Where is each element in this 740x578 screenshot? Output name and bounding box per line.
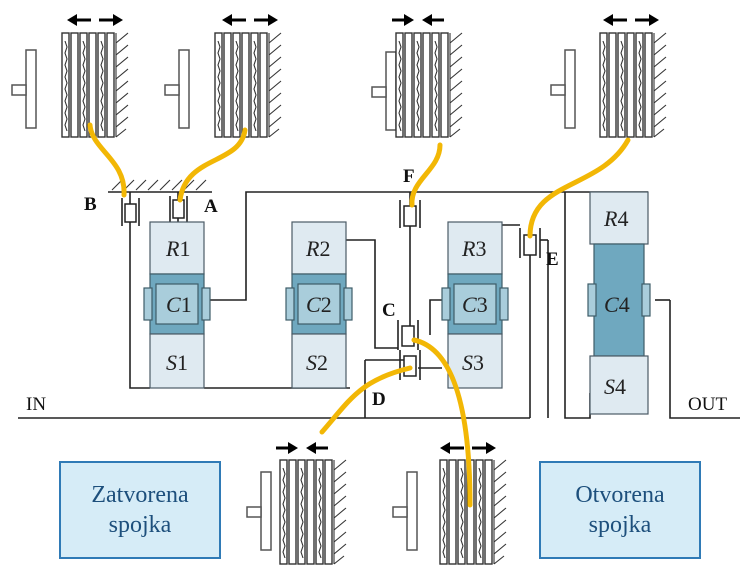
legend-open-line1: Otvorena [575,482,665,508]
legend-closed-line2: spojka [109,512,172,538]
planetary-set-2: R2 C2 S2 [285,221,353,389]
legend-open-line2: spojka [589,512,652,538]
carrier-label-2: C2 [306,292,332,317]
sun-gear-2 [291,333,347,389]
ring-gear-1 [149,221,205,275]
sun-gear-4 [589,355,649,415]
label-clutch-D: D [372,389,386,410]
ring-label-1: R1 [165,236,190,261]
clutch-pack-F-top [371,12,463,138]
carrier-label-3: C3 [462,292,488,317]
planetary-set-3: R3 C3 S3 [441,221,509,389]
sun-label-2: S2 [306,350,328,375]
clutch-pack-closed-example [246,440,347,565]
label-clutch-F: F [403,166,415,187]
ring-gear-3 [447,221,503,275]
actuation-line-B [87,122,127,198]
brake-A [169,196,188,222]
clutch-pack-open-example [392,440,507,565]
sun-gear-1 [149,333,205,389]
label-clutch-E: E [546,249,559,270]
carrier-4 [593,243,645,357]
clutch-pack-E-top [550,12,667,138]
sun-gear-3 [447,333,503,389]
actuation-line-E [527,137,631,239]
clutch-pack-A-top [164,12,282,138]
ring-label-2: R2 [305,236,330,261]
ring-label-4: R4 [603,206,628,231]
clutch-C [397,320,419,350]
clutch-D [399,350,421,380]
planetary-set-1: R1 C1 S1 [143,221,211,389]
legend-closed-clutch: Zatvorena spojka [59,461,221,559]
sun-label-1: S1 [166,350,188,375]
carrier-label-4: C4 [604,292,630,317]
sun-label-4: S4 [604,374,626,399]
planetary-set-4: R4 C4 S4 [587,191,651,415]
ring-label-3: R3 [461,236,486,261]
actuation-lines [87,122,631,508]
actuation-line-A [177,127,248,203]
actuation-line-C [411,337,473,508]
legend-open-clutch: Otvorena spojka [539,461,701,559]
carrier-label-1: C1 [166,292,192,317]
label-clutch-A: A [204,196,218,217]
sun-label-3: S3 [462,350,484,375]
legend-closed-line1: Zatvorena [91,482,189,508]
brake-B [121,198,140,226]
ring-gear-4 [589,191,649,245]
actuation-line-F [409,142,443,208]
label-clutch-C: C [382,300,396,321]
label-output: OUT [688,394,727,415]
label-clutch-B: B [84,194,97,215]
actuation-line-D [319,365,413,435]
clutch-pack-B-top [11,12,129,138]
shaft-wiring [18,191,740,419]
label-input: IN [26,394,46,415]
